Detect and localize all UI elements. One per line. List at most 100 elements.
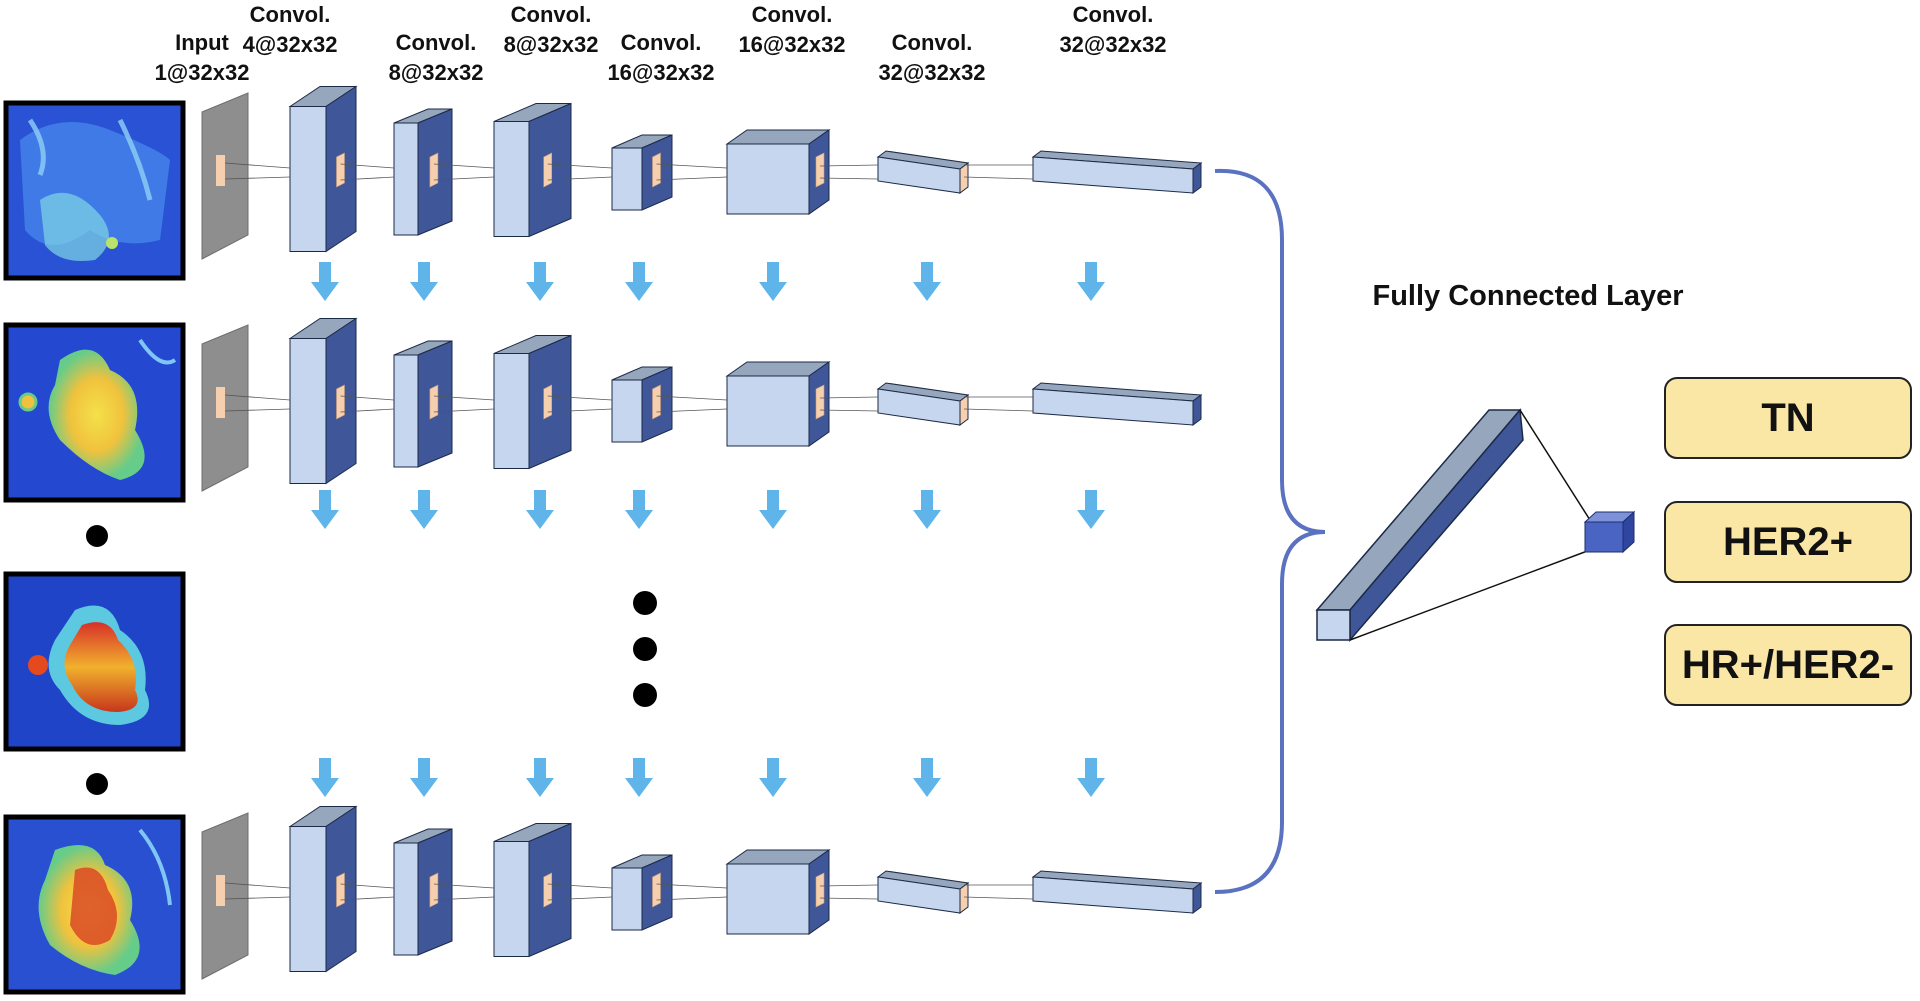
down-arrow-icon xyxy=(913,490,941,529)
layer-label-conv-7: Convol. 32@32x32 xyxy=(1059,0,1166,60)
down-arrow-icon xyxy=(625,490,653,529)
layer-size: 8@32x32 xyxy=(503,32,599,57)
mri-slice-4 xyxy=(3,814,186,995)
layer-label-conv-3: Convol. 8@32x32 xyxy=(504,0,599,60)
block-side xyxy=(959,882,969,914)
kernel-window xyxy=(652,152,661,188)
conv-block xyxy=(819,870,970,914)
connection-line xyxy=(656,883,728,889)
conv-block xyxy=(819,150,970,194)
block-side xyxy=(959,162,969,194)
connection-line xyxy=(656,176,728,181)
down-arrow-icon xyxy=(311,262,339,301)
block-front xyxy=(289,826,327,972)
connection-line xyxy=(547,176,613,181)
connection-line xyxy=(433,395,495,401)
connection-line xyxy=(963,896,1034,900)
block-front xyxy=(289,338,327,484)
block-side xyxy=(1192,394,1202,426)
layer-label-conv-4: Convol. 16@32x32 xyxy=(607,28,714,88)
kernel-window xyxy=(815,384,825,420)
layer-size: 32@32x32 xyxy=(1059,32,1167,57)
block-front xyxy=(726,375,810,447)
down-arrow-icon xyxy=(1077,758,1105,797)
kernel-window xyxy=(336,384,345,420)
layer-size: 8@32x32 xyxy=(388,60,484,85)
down-arrow-icon xyxy=(759,262,787,301)
conv-block xyxy=(819,382,970,426)
connection-line xyxy=(819,409,879,412)
input-kernel xyxy=(216,155,225,186)
connection-line xyxy=(819,177,879,180)
network-rows xyxy=(201,85,1203,980)
block-front xyxy=(393,122,419,236)
block-front xyxy=(493,121,530,237)
connection-line xyxy=(963,408,1034,412)
layer-name: Convol. xyxy=(891,30,973,55)
block-front xyxy=(726,143,810,215)
connection-line xyxy=(340,163,395,169)
connection-line xyxy=(547,395,613,401)
connection-line xyxy=(547,163,613,169)
down-arrow-icon xyxy=(526,758,554,797)
mri-slice-3 xyxy=(3,571,186,752)
block-front xyxy=(493,353,530,469)
mri-slice-2 xyxy=(3,322,186,503)
block-front xyxy=(393,354,419,468)
layer-label-conv-5: Convol. 16@32x32 xyxy=(738,0,845,60)
layer-name: Input xyxy=(175,30,229,55)
conv-block xyxy=(433,102,572,238)
block-front xyxy=(289,106,327,252)
network-row xyxy=(201,85,1203,260)
fully-connected-title: Fully Connected Layer xyxy=(1372,280,1684,312)
connection-line xyxy=(547,896,613,901)
connection-line xyxy=(656,163,728,169)
layer-name: Convol. xyxy=(510,2,592,27)
conv-block xyxy=(963,382,1203,426)
connection-line xyxy=(433,883,495,889)
kernel-window xyxy=(429,152,439,188)
connection-line xyxy=(656,408,728,413)
conv-block xyxy=(656,361,831,447)
connection-line xyxy=(547,408,613,413)
conv-block xyxy=(547,366,673,443)
block-front xyxy=(493,841,530,957)
down-arrow-icon xyxy=(1077,490,1105,529)
block-front xyxy=(393,842,419,956)
connection-line xyxy=(340,395,395,401)
down-arrow-icon xyxy=(526,262,554,301)
connection-line xyxy=(819,884,879,887)
layer-size: 1@32x32 xyxy=(154,60,250,85)
connection-line xyxy=(224,176,291,180)
kernel-window xyxy=(543,872,553,908)
conv-block xyxy=(547,854,673,931)
connection-line xyxy=(340,176,395,181)
kernel-window xyxy=(543,152,553,188)
network-row xyxy=(201,805,1203,980)
kernel-window xyxy=(336,152,345,188)
connection-line xyxy=(656,896,728,901)
connection-line xyxy=(340,408,395,413)
down-arrow-icon xyxy=(410,490,438,529)
layer-label-conv-2: Convol. 8@32x32 xyxy=(389,28,484,88)
conv-block xyxy=(340,108,453,236)
ellipsis-dot xyxy=(633,683,657,707)
block-side xyxy=(1192,882,1202,914)
connection-line xyxy=(224,394,291,401)
kernel-window xyxy=(543,384,553,420)
down-arrow-icon xyxy=(526,490,554,529)
kernel-window xyxy=(815,152,825,188)
connection-line xyxy=(224,408,291,412)
down-arrow-icon xyxy=(759,490,787,529)
down-arrow-icon xyxy=(625,758,653,797)
layer-size: 32@32x32 xyxy=(878,60,986,85)
kernel-window xyxy=(652,384,661,420)
connection-line xyxy=(819,164,879,167)
class-box-her2-positive: HER2+ xyxy=(1664,501,1912,583)
arrow-rows xyxy=(311,262,1105,797)
kernel-window xyxy=(429,872,439,908)
block-front xyxy=(611,147,643,211)
conv-block xyxy=(656,849,831,935)
connection-line xyxy=(963,176,1034,180)
kernel-window xyxy=(815,872,825,908)
